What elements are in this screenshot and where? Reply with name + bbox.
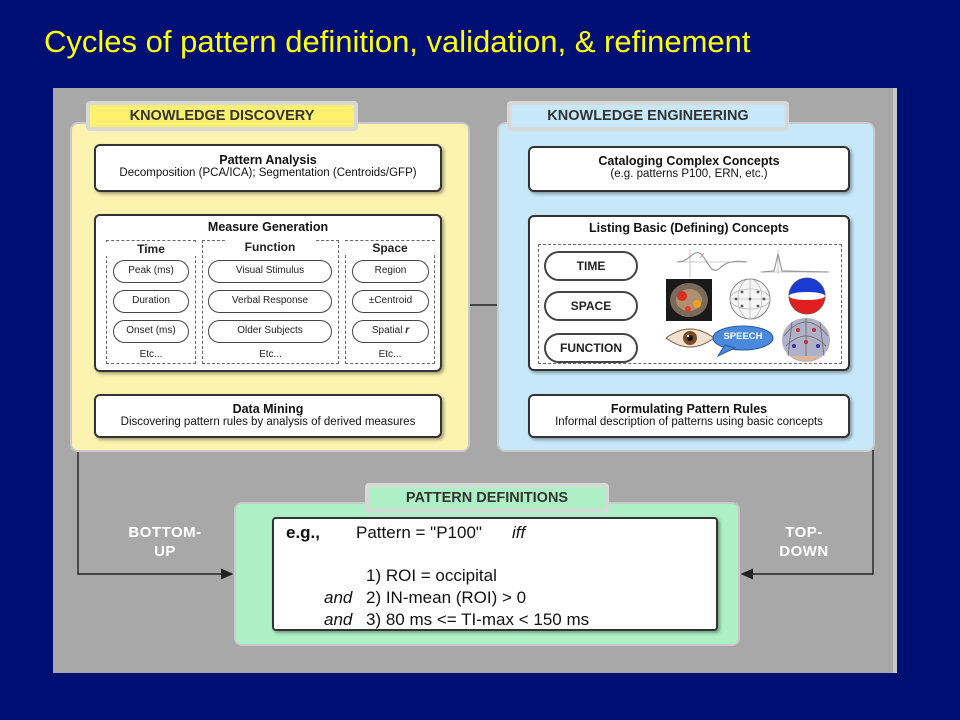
scalp-grid-icon [729, 278, 771, 320]
time-etc: Etc... [139, 349, 163, 360]
speech-bubble-label: SPEECH [723, 331, 763, 342]
space-item-spatial-r: Spatial r [352, 320, 429, 343]
listing-title: Listing Basic (Defining) Concepts [588, 221, 789, 235]
topographic-map-icon [788, 277, 826, 315]
space-etc: Etc... [378, 349, 402, 360]
pattern-definitions-tag: PATTERN DEFINITIONS [365, 483, 609, 513]
formulating-subtitle: Informal description of patterns using b… [555, 416, 823, 428]
eg-label: e.g., [286, 523, 321, 542]
space-column [345, 240, 435, 364]
eeg-cap-icon [782, 318, 830, 362]
eye-icon [665, 328, 715, 348]
rule-3: 3) 80 ms <= TI-max < 150 ms [366, 610, 590, 629]
spatial-r-italic: r [405, 325, 410, 336]
data-mining-box: Data Mining Discovering pattern rules by… [94, 394, 442, 438]
measure-generation-title: Measure Generation [207, 220, 329, 234]
space-item-centroid: ±Centroid [352, 290, 429, 313]
space-column-title: Space [345, 241, 435, 255]
function-item-verbal-response: Verbal Response [208, 290, 332, 313]
pattern-analysis-box: Pattern Analysis Decomposition (PCA/ICA)… [94, 144, 442, 192]
function-item-older-subjects: Older Subjects [208, 320, 332, 343]
top-down-line-1: TOP- [785, 524, 823, 541]
cataloging-subtitle: (e.g. patterns P100, ERN, etc.) [610, 168, 768, 180]
knowledge-discovery-tag: KNOWLEDGE DISCOVERY [86, 101, 358, 131]
knowledge-engineering-tag: KNOWLEDGE ENGINEERING [507, 101, 789, 131]
function-column-title: Function [225, 240, 315, 254]
formulating-title: Formulating Pattern Rules [610, 402, 768, 416]
erp-waveform-icon-2 [760, 250, 830, 274]
concept-function: FUNCTION [544, 333, 638, 363]
cataloging-box: Cataloging Complex Concepts (e.g. patter… [528, 146, 850, 192]
formulating-box: Formulating Pattern Rules Informal descr… [528, 394, 850, 438]
and-1: and [324, 588, 353, 607]
time-item-duration: Duration [113, 290, 189, 313]
canvas-edge [893, 88, 897, 673]
time-item-peak: Peak (ms) [113, 260, 189, 283]
erp-waveform-icon [676, 250, 748, 278]
brain-mri-icon [666, 279, 712, 321]
function-item-visual-stimulus: Visual Stimulus [208, 260, 332, 283]
pattern-definition-box: e.g., Pattern = "P100" iff 1) ROI = occi… [272, 517, 718, 631]
bottom-up-label: BOTTOM- UP [110, 523, 220, 561]
time-column [106, 240, 196, 364]
pattern-analysis-title: Pattern Analysis [219, 153, 317, 167]
rule-1: 1) ROI = occipital [366, 566, 497, 585]
concept-space: SPACE [544, 291, 638, 321]
slide-title: Cycles of pattern definition, validation… [44, 24, 751, 59]
concepts-dashed-area [538, 244, 842, 364]
time-item-onset: Onset (ms) [113, 320, 189, 343]
bottom-up-connector [77, 450, 234, 580]
top-down-label: TOP- DOWN [754, 523, 854, 561]
rule-2: 2) IN-mean (ROI) > 0 [366, 588, 527, 607]
time-column-title: Time [106, 242, 196, 256]
bottom-up-line-2: UP [154, 543, 176, 560]
pattern-analysis-subtitle: Decomposition (PCA/ICA); Segmentation (C… [119, 167, 417, 179]
data-mining-title: Data Mining [232, 402, 304, 416]
function-etc: Etc... [259, 349, 282, 360]
cataloging-title: Cataloging Complex Concepts [598, 154, 780, 168]
and-2: and [324, 610, 353, 629]
speech-bubble-icon [712, 325, 774, 358]
top-down-connector [740, 450, 874, 580]
bottom-up-line-1: BOTTOM- [128, 524, 202, 541]
iff-label: iff [512, 523, 526, 542]
top-down-line-2: DOWN [779, 543, 829, 560]
data-mining-subtitle: Discovering pattern rules by analysis of… [120, 416, 416, 428]
concept-time: TIME [544, 251, 638, 281]
pattern-line: Pattern = "P100" [356, 523, 482, 542]
space-item-region: Region [352, 260, 429, 283]
